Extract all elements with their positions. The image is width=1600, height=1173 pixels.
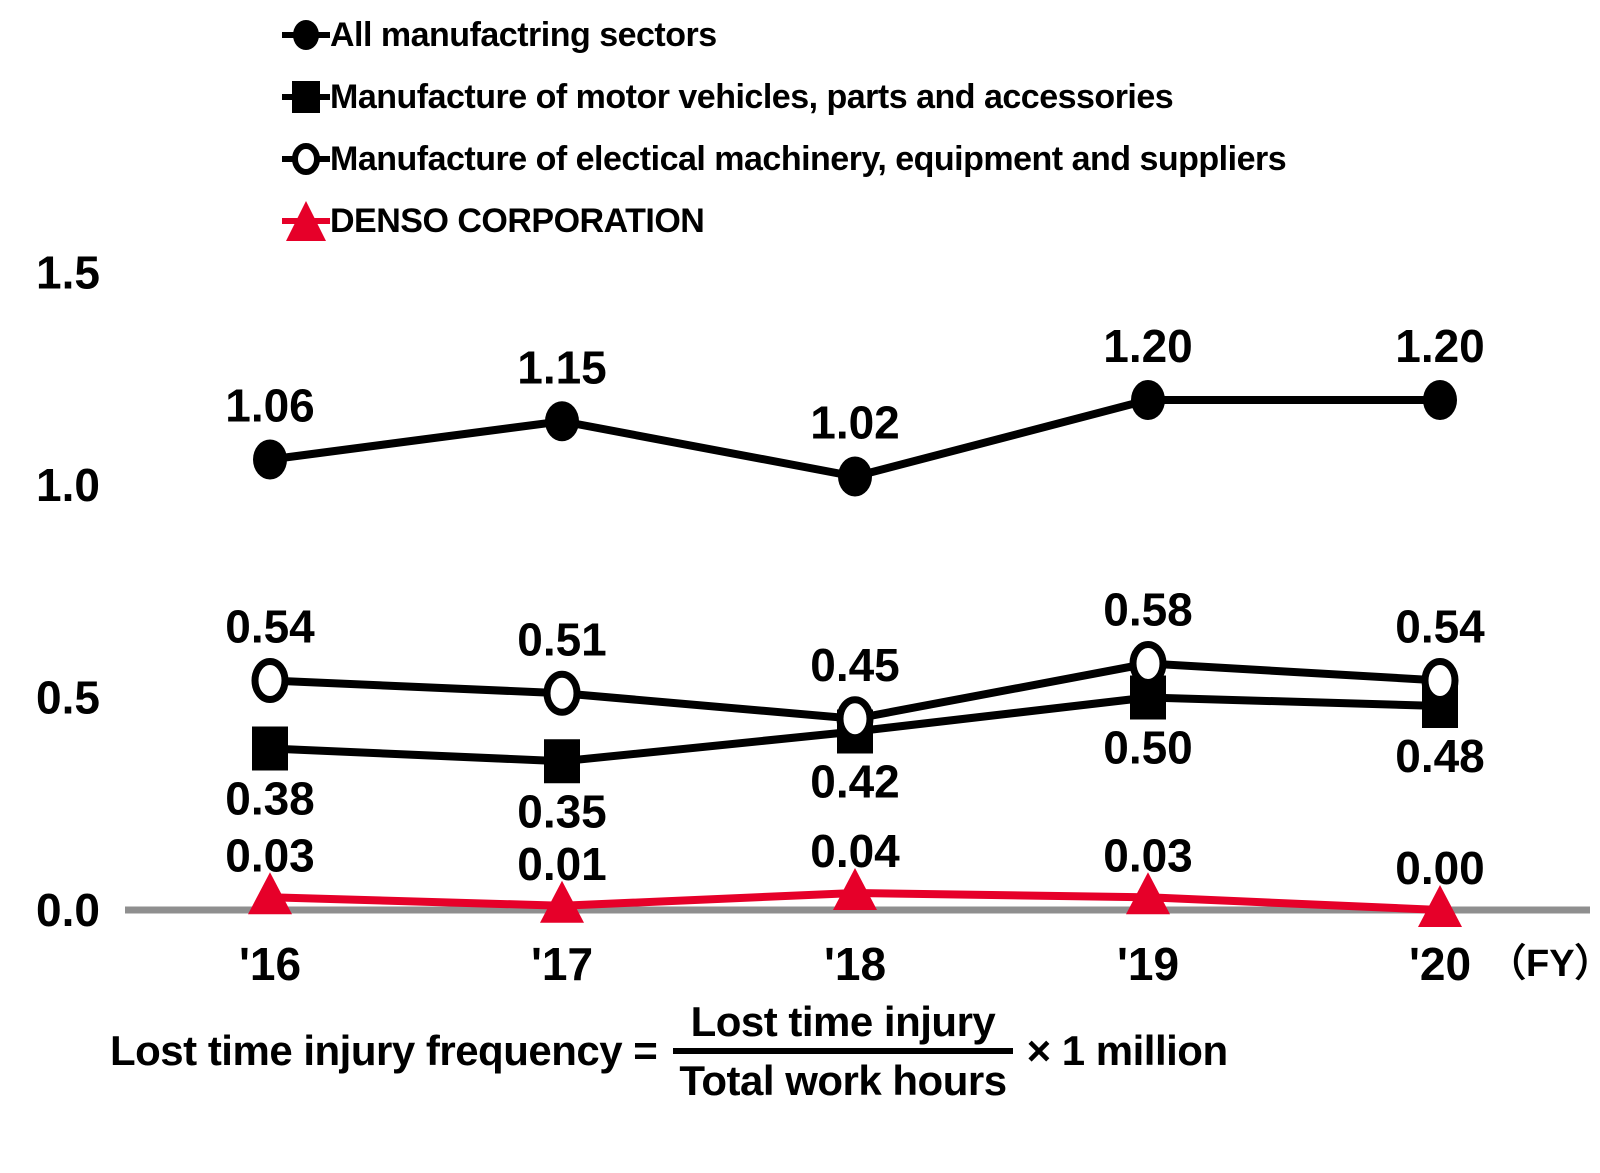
x-tick-label: '20 — [1409, 938, 1471, 990]
filled-square-legend-icon — [282, 81, 330, 113]
data-label: 1.20 — [1395, 320, 1485, 372]
x-tick-label: '19 — [1117, 938, 1179, 990]
formula-rhs: × 1 million — [1026, 1027, 1229, 1075]
data-label: 0.42 — [810, 756, 900, 808]
series-marker — [1129, 641, 1167, 686]
legend-label: Manufacture of motor vehicles, parts and… — [330, 77, 1174, 116]
data-label: 0.58 — [1103, 584, 1193, 636]
series-marker — [1131, 380, 1165, 420]
formula-denominator: Total work hours — [679, 1057, 1007, 1105]
data-label: 0.35 — [517, 785, 607, 837]
open-circle-legend-icon — [282, 143, 330, 175]
formula-lhs: Lost time injury frequency = — [110, 1027, 658, 1075]
data-label: 0.01 — [517, 838, 607, 890]
series-marker — [543, 670, 581, 716]
series-marker — [838, 456, 872, 497]
legend-label: DENSO CORPORATION — [330, 201, 705, 240]
legend-item-2: Manufacture of electical machinery, equi… — [282, 128, 1287, 190]
legend-item-1: Manufacture of motor vehicles, parts and… — [282, 66, 1286, 128]
series-marker — [248, 872, 292, 915]
series-marker — [251, 658, 289, 703]
series-marker — [544, 739, 580, 784]
series-marker — [1126, 872, 1170, 915]
data-label: 0.54 — [225, 601, 315, 653]
data-label: 1.06 — [225, 380, 315, 432]
data-label: 0.48 — [1395, 730, 1485, 782]
data-label: 0.04 — [810, 825, 900, 877]
series-marker — [1423, 380, 1457, 420]
filled-circle-legend-icon — [282, 20, 330, 50]
series-marker — [253, 439, 287, 480]
series-marker — [545, 401, 579, 442]
series-marker — [540, 880, 584, 923]
data-label: 1.15 — [517, 341, 607, 393]
series-0: 1.06 1.15 1.02 1.20 1.20 — [225, 320, 1485, 497]
formula-fraction-bar — [673, 1048, 1013, 1055]
legend-marker — [286, 201, 326, 241]
data-label: 0.51 — [517, 613, 607, 665]
data-label: 1.20 — [1103, 320, 1193, 372]
x-axis-unit-label: （FY） — [1488, 943, 1600, 985]
series-marker — [833, 868, 877, 910]
legend-marker — [292, 143, 320, 175]
legend-item-3: DENSO CORPORATION — [282, 190, 1286, 252]
data-label: 0.50 — [1103, 722, 1193, 774]
y-tick-label: 0.5 — [36, 672, 100, 724]
data-label: 0.54 — [1395, 601, 1485, 653]
filled-triangle-legend-icon — [282, 201, 330, 241]
plot-area: 0.00.51.01.5'16'17'18'19'20（FY）0.380.350… — [36, 247, 1600, 991]
formula: Lost time injury frequency = Lost time i… — [110, 998, 1228, 1104]
data-label: 0.45 — [810, 639, 900, 691]
data-label: 1.02 — [810, 397, 900, 449]
legend-label: Manufacture of electical machinery, equi… — [330, 139, 1287, 178]
series-marker — [252, 726, 288, 771]
x-tick-label: '18 — [824, 938, 886, 990]
series-3: 0.03 0.01 0.04 0.03 0.00 — [225, 825, 1485, 927]
legend-label: All manufactring sectors — [330, 15, 717, 54]
formula-fraction: Lost time injury Total work hours — [673, 998, 1013, 1105]
x-tick-label: '17 — [531, 938, 593, 990]
y-tick-label: 1.5 — [36, 247, 100, 299]
data-label: 0.03 — [225, 829, 315, 881]
series-marker — [1418, 885, 1462, 927]
series-marker — [1421, 658, 1459, 703]
y-tick-label: 0.0 — [36, 884, 100, 936]
y-tick-label: 1.0 — [36, 459, 100, 511]
legend-item-0: All manufactring sectors — [282, 4, 1286, 66]
legend-marker — [292, 81, 320, 113]
x-tick-label: '16 — [239, 938, 301, 990]
series-marker — [836, 696, 874, 742]
series-2: 0.54 0.51 0.45 0.58 0.54 — [225, 584, 1485, 742]
data-label: 0.00 — [1395, 842, 1485, 894]
data-label: 0.38 — [225, 773, 315, 825]
legend-marker — [293, 20, 319, 50]
data-label: 0.03 — [1103, 829, 1193, 881]
formula-numerator: Lost time injury — [690, 998, 996, 1045]
